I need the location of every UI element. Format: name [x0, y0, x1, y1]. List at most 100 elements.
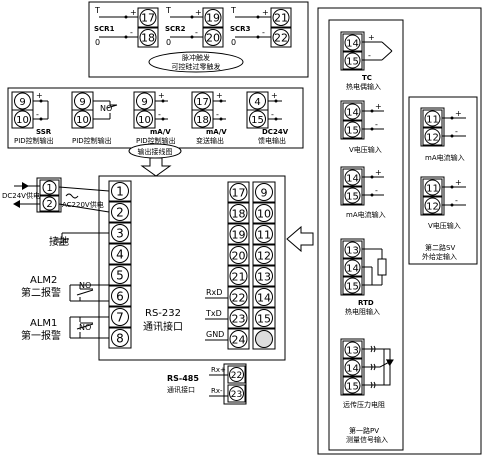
- scr2-zero-label: 0: [166, 38, 171, 47]
- terminal-6: 6: [116, 290, 124, 304]
- tc-terminal-15: 15: [346, 57, 359, 68]
- rs485-interface: RS-485 通讯接口 Rx+ Rx- 22 23: [167, 363, 247, 405]
- ssr-terminal-10: 10: [16, 115, 29, 126]
- terminal-14: 14: [257, 292, 271, 305]
- scr3-zero-label: 0: [231, 38, 236, 47]
- no-terminal-9: 9: [79, 97, 85, 108]
- alarm-1: ALM1 第一报警 NO: [21, 316, 109, 342]
- rtd-terminal-13: 13: [346, 246, 359, 257]
- terminal-11: 11: [257, 229, 271, 242]
- gnd-label: GND: [206, 330, 224, 339]
- scr2-terminal-19: 19: [206, 12, 220, 25]
- terminal-8: 8: [116, 332, 124, 346]
- terminal-13: 13: [257, 271, 271, 284]
- tx-mav-terminal-18: 18: [196, 115, 209, 126]
- pid-mav-label: mA/V: [150, 128, 171, 136]
- sv-input-panel: 11 12 + - mA电流输入 11 12 + - V电压输入 第二路SV 外…: [408, 96, 478, 265]
- rs485-rx-minus: Rx-: [211, 387, 223, 395]
- dc24v-out-terminal-4: 4: [254, 97, 260, 108]
- terminal-18: 18: [232, 208, 246, 221]
- terminal-23: 23: [232, 313, 246, 326]
- sv-footer-line2: 外给定输入: [422, 252, 457, 261]
- v-terminal-14: 14: [346, 108, 359, 119]
- ssr-minus: -: [36, 110, 39, 119]
- down-arrow: [140, 157, 172, 177]
- alm2-name: 第二报警: [21, 286, 61, 299]
- ma-terminal-15: 15: [346, 192, 359, 203]
- scr2-minus: -: [195, 28, 198, 37]
- sv-ma-label: mA电流输入: [425, 153, 465, 162]
- scr2-terminal-20: 20: [206, 32, 220, 45]
- dc24v-out-label: DC24V: [262, 128, 289, 136]
- ground-label: 接地: [49, 235, 69, 248]
- tx-mav-terminal-17: 17: [196, 97, 209, 108]
- scr2-t-label: T: [165, 6, 171, 15]
- pv-input-panel: 14 15 + - TC 热电偶输入 14 15 + - V电压输入 14 15: [317, 7, 482, 455]
- terminal-12: 12: [257, 250, 271, 263]
- terminal-2: 2: [116, 206, 124, 220]
- pid-mav-minus: -: [158, 110, 161, 119]
- rtd-terminal-15: 15: [346, 282, 359, 293]
- sv-footer-line1: 第二路SV: [425, 243, 455, 252]
- ma-terminal-14: 14: [346, 174, 359, 185]
- pid-mav-terminal-10: 10: [138, 115, 151, 126]
- dc24v-out-plus: +: [271, 91, 278, 100]
- tc-minus: -: [368, 51, 371, 60]
- tc-label: TC: [362, 74, 372, 82]
- rs232-name: 通讯接口: [143, 320, 183, 333]
- scr3-terminal-22: 22: [274, 32, 288, 45]
- scr3-t-label: T: [230, 6, 236, 15]
- output-panel: + - 9 10 SSR PID控制输出 9 10 NO PID控制输出 + -: [7, 87, 304, 159]
- rs485-rx-plus: Rx+: [211, 366, 226, 374]
- ssr-plus: +: [36, 91, 43, 100]
- rs485-title: RS-485: [167, 374, 199, 383]
- ma-label: mA电流输入: [346, 210, 386, 219]
- rp-terminal-15: 15: [346, 382, 359, 393]
- scr1-terminal-18: 18: [141, 32, 155, 45]
- scr3-terminal-21: 21: [274, 12, 288, 25]
- output-wiring-label: 输出接线图: [138, 147, 173, 156]
- rs485-terminal-23: 23: [231, 390, 242, 400]
- rp-terminal-14: 14: [346, 364, 359, 375]
- terminal-21: 21: [232, 271, 246, 284]
- terminal-7: 7: [116, 311, 124, 325]
- dc24v-out-terminal-15: 15: [251, 115, 264, 126]
- scr3-minus: -: [262, 28, 265, 37]
- tx-mav-desc: 变送输出: [196, 136, 224, 145]
- ssr-desc: PID控制输出: [14, 136, 54, 145]
- tc-desc: 热电偶输入: [346, 82, 381, 91]
- terminal-20: 20: [232, 250, 246, 263]
- sv-ma-terminal-11: 11: [426, 115, 439, 126]
- tx-mav-minus: -: [216, 110, 219, 119]
- main-unit: 1 2 3 4 5 6 7 8 17: [98, 175, 286, 361]
- terminal-17: 17: [232, 187, 246, 200]
- sv-v-terminal-12: 12: [426, 202, 439, 213]
- pid-mav-plus: +: [158, 91, 165, 100]
- rs485-terminal-22: 22: [231, 371, 242, 381]
- supply-terminal-2: 2: [46, 199, 52, 210]
- scr-bubble-line2: 可控硅过零触发: [172, 62, 221, 71]
- sv-v-terminal-11: 11: [426, 184, 439, 195]
- scr1-minus: -: [130, 28, 133, 37]
- rp-label: 远传压力电阻: [343, 400, 385, 409]
- v-terminal-15: 15: [346, 126, 359, 137]
- center-terminal-column: 17 18 19 20 21 22 23 24: [227, 181, 250, 350]
- pid-mav-terminal-9: 9: [141, 97, 147, 108]
- rs232-title: RS-232: [145, 308, 181, 319]
- tc-terminal-14: 14: [346, 39, 359, 50]
- ma-minus: -: [375, 186, 378, 195]
- terminal-15: 15: [257, 313, 271, 326]
- scr3-label: SCR3: [230, 25, 251, 33]
- power-supply: 1 2 DC24V供电 AC220V供电: [2, 177, 110, 213]
- sv-v-minus: -: [455, 196, 458, 205]
- sv-ma-terminal-12: 12: [426, 133, 439, 144]
- pv-footer-line1: 第一路PV: [349, 426, 379, 435]
- dc24v-supply-label: DC24V供电: [2, 191, 40, 200]
- terminal-4: 4: [116, 248, 124, 262]
- rp-terminal-13: 13: [346, 346, 359, 357]
- rxd-label: RxD: [206, 288, 222, 297]
- sv-v-plus: +: [455, 178, 462, 187]
- rtd-label: RTD: [358, 299, 374, 307]
- dc24v-out-desc: 馈电输出: [258, 136, 286, 145]
